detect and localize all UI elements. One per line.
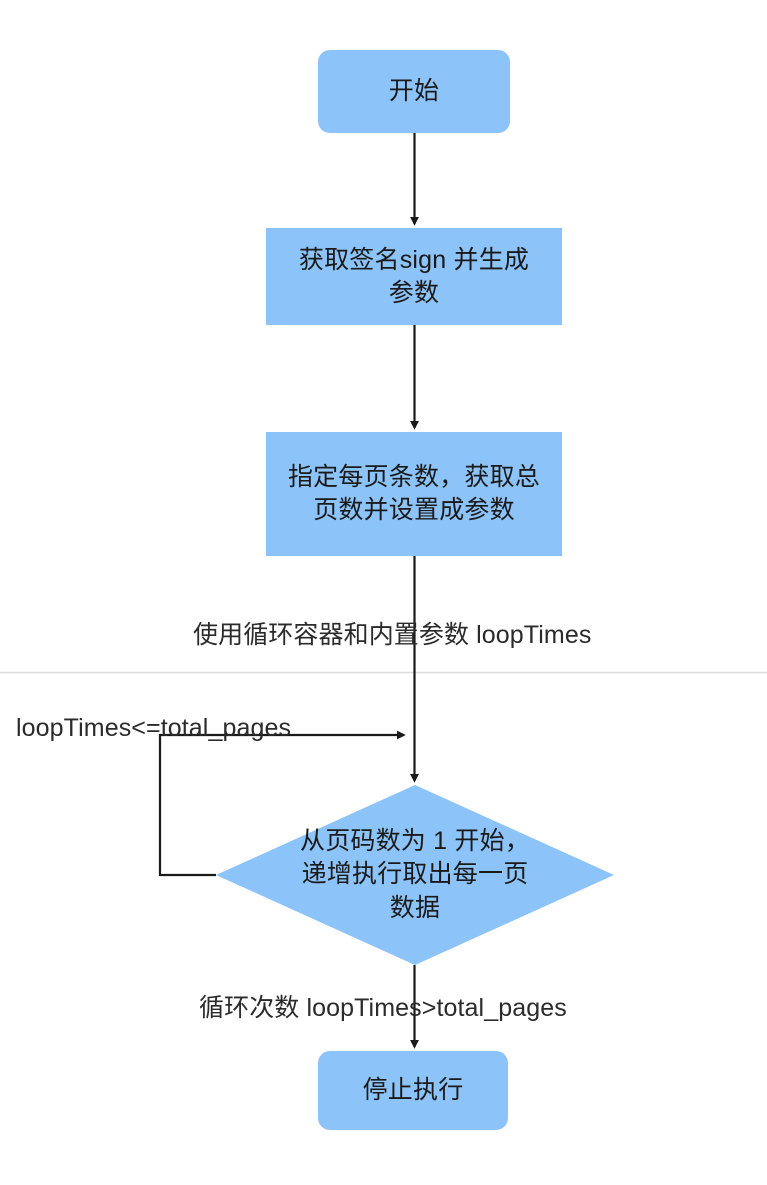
node-start-label: 开始 (388, 77, 440, 105)
edge-loop-feedback (158, 730, 406, 877)
node-get-sign[interactable]: 获取签名sign 并生成 参数 (266, 228, 562, 325)
node-stop-label: 停止执行 (362, 1076, 464, 1104)
node-get-sign-label: 获取签名sign 并生成 参数 (298, 245, 530, 307)
node-decision-loop-label: 从页码数为 1 开始， 递增执行取出每一页 数据 (300, 826, 530, 922)
decision-diamond-shape (216, 785, 614, 965)
edge-label-loop-true: loopTimes<=total_pages (16, 714, 292, 742)
edge-label-loop-container: 使用循环容器和内置参数 loopTimes (193, 621, 592, 649)
node-decision-loop[interactable]: 从页码数为 1 开始， 递增执行取出每一页 数据 (216, 785, 614, 965)
edge-label-loop-false: 循环次数 loopTimes>total_pages (199, 994, 567, 1022)
node-stop[interactable]: 停止执行 (318, 1051, 508, 1130)
node-start[interactable]: 开始 (318, 50, 510, 133)
node-set-pages[interactable]: 指定每页条数，获取总 页数并设置成参数 (266, 432, 562, 556)
node-set-pages-label: 指定每页条数，获取总 页数并设置成参数 (287, 463, 540, 524)
